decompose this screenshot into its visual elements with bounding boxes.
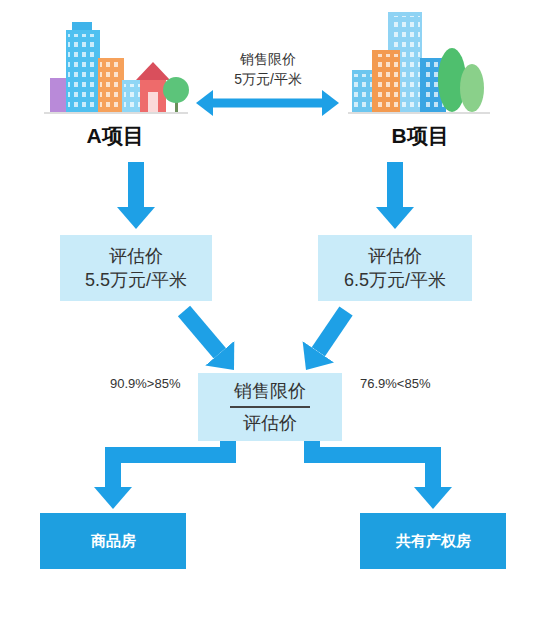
flow-arrow <box>113 441 228 487</box>
illustration-shape <box>140 78 166 112</box>
ratio-label: 90.9%>85% <box>108 375 182 393</box>
fraction-box: 销售限价评估价 <box>198 373 342 441</box>
project-node: B项目 <box>345 12 495 154</box>
box-heading: 评估价 <box>109 244 163 268</box>
project-name: A项目 <box>86 122 143 150</box>
denominator-text: 评估价 <box>243 411 297 435</box>
box-heading: 评估价 <box>368 244 422 268</box>
box-text: 5.5万元/平米 <box>85 268 187 292</box>
flow-arrow <box>387 162 403 207</box>
illustration-shape <box>352 70 374 112</box>
city-a-illustration <box>44 22 189 113</box>
flow-arrow <box>184 311 220 353</box>
price-limit-label: 销售限价 5万元/平米 <box>218 50 318 89</box>
flow-arrow <box>318 311 346 352</box>
illustration-shape <box>163 77 189 103</box>
box-text: 商品房 <box>91 532 136 551</box>
price-box: 评估价6.5万元/平米 <box>318 235 472 301</box>
project-node: A项目 <box>40 12 190 154</box>
illustration-shape <box>98 58 124 112</box>
illustration-shape <box>124 84 142 110</box>
illustration-shape <box>136 62 170 80</box>
project-name: B项目 <box>391 122 448 150</box>
illustration-shape <box>460 64 484 112</box>
box-text: 6.5万元/平米 <box>344 268 446 292</box>
result-box: 共有产权房 <box>360 513 506 569</box>
flow-arrow <box>312 441 433 487</box>
result-box: 商品房 <box>40 513 186 569</box>
price-box: 评估价5.5万元/平米 <box>60 235 212 301</box>
illustration-shape <box>68 34 98 110</box>
illustration-shape <box>348 112 490 114</box>
ratio-label: 76.9%<85% <box>358 375 432 393</box>
illustration-shape <box>374 54 398 110</box>
illustration-shape <box>66 30 100 112</box>
illustration-shape <box>354 74 372 110</box>
numerator-text: 销售限价 <box>230 379 310 408</box>
illustration-shape <box>100 62 122 110</box>
illustration-shape <box>44 112 188 114</box>
flow-arrow <box>128 162 144 207</box>
illustration-shape <box>148 92 158 112</box>
flow-arrow <box>213 99 322 108</box>
illustration-shape <box>372 50 400 112</box>
city-b-illustration <box>348 12 490 113</box>
box-text: 共有产权房 <box>396 532 471 551</box>
